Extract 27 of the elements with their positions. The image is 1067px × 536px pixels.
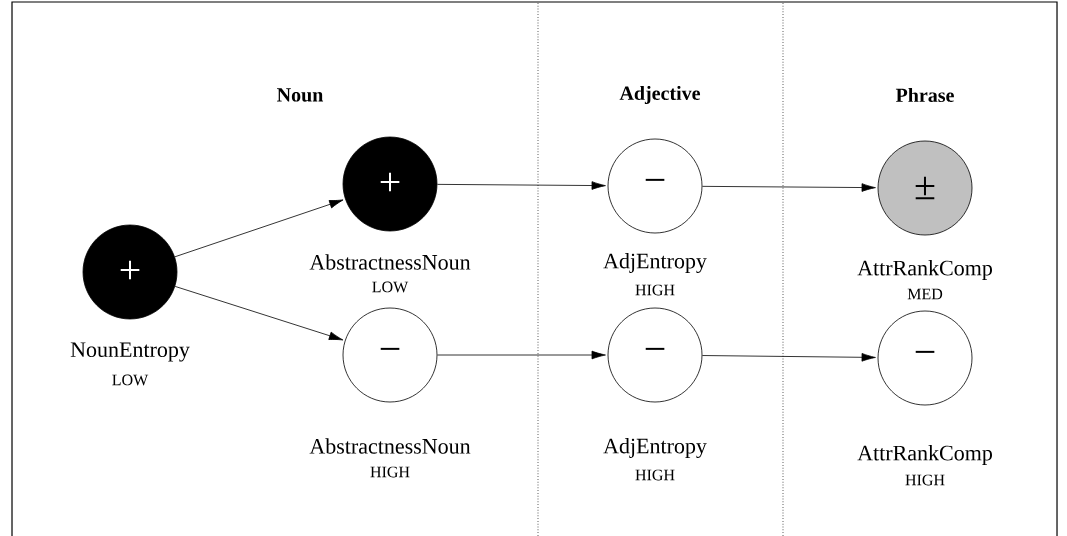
circle-node: + bbox=[342, 136, 438, 232]
circle-node: − bbox=[877, 310, 973, 406]
node-name: AbstractnessNoun bbox=[309, 254, 471, 270]
level-label: HIGH bbox=[635, 284, 675, 296]
level-label: LOW bbox=[112, 374, 149, 386]
level-label: HIGH bbox=[370, 466, 410, 478]
circle-node: − bbox=[342, 307, 438, 403]
circle-node: ± bbox=[877, 140, 973, 236]
circle-node: + bbox=[82, 224, 178, 320]
arrow bbox=[702, 183, 876, 192]
arrow bbox=[437, 181, 606, 190]
arrow bbox=[174, 286, 344, 341]
node-name: AdjEntropy bbox=[603, 253, 707, 273]
level-label: HIGH bbox=[635, 469, 675, 481]
arrow bbox=[437, 350, 606, 360]
arrow bbox=[702, 353, 876, 362]
level-label: LOW bbox=[372, 281, 409, 293]
circle-node: − bbox=[607, 138, 703, 234]
node-name: AdjEntropy bbox=[603, 438, 707, 458]
arrow bbox=[174, 199, 344, 258]
node-name: AbstractnessNoun bbox=[309, 438, 471, 454]
node-name: NounEntropy bbox=[70, 342, 190, 362]
node-name: AttrRankComp bbox=[857, 260, 992, 280]
level-label: MED bbox=[907, 288, 943, 300]
circle-node: − bbox=[607, 307, 703, 403]
level-label: HIGH bbox=[905, 474, 945, 486]
node-name: AttrRankComp bbox=[857, 445, 992, 465]
